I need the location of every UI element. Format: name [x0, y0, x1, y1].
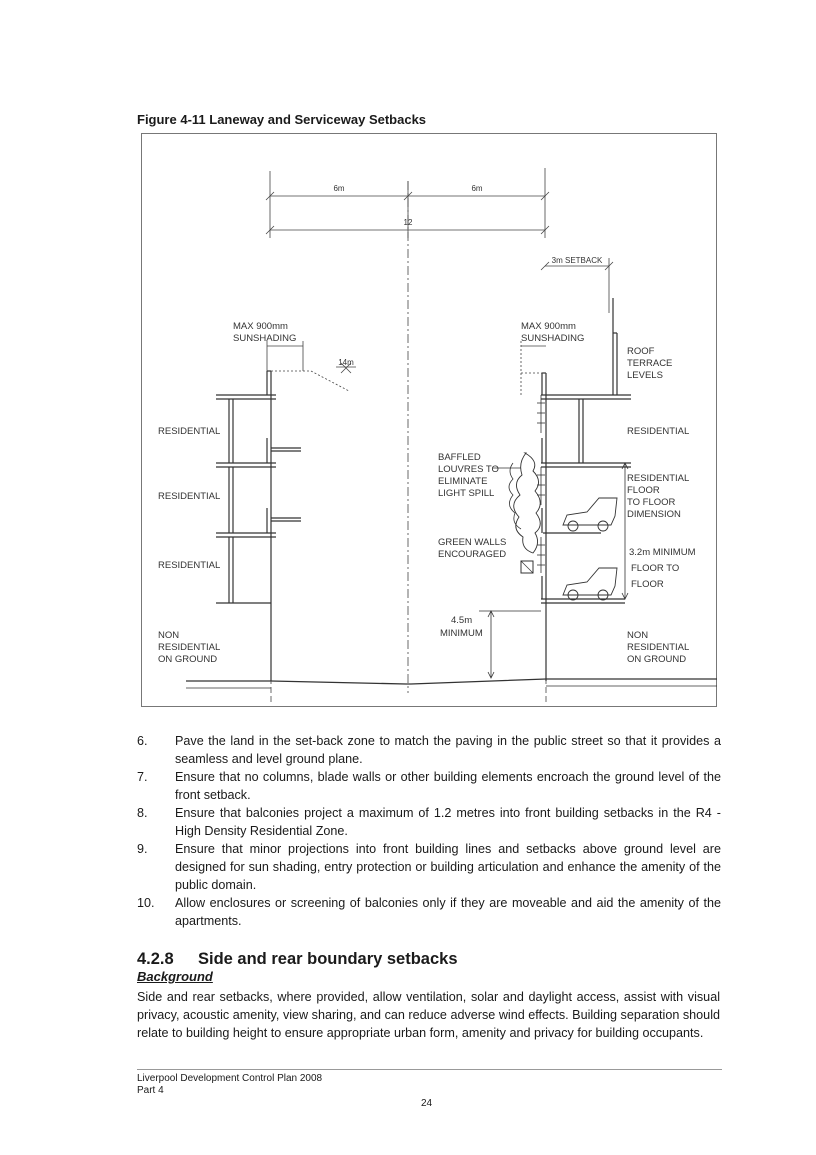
dim-left-label: 6m [333, 184, 344, 193]
max-sunshading-left-2: SUNSHADING [233, 333, 296, 344]
list-item: 7. Ensure that no columns, blade walls o… [137, 768, 721, 804]
setback-label: 3m SETBACK [552, 256, 603, 265]
residential-left-1: RESIDENTIAL [158, 426, 220, 437]
roof-label-3: LEVELS [627, 370, 663, 381]
residential-left-3: RESIDENTIAL [158, 560, 220, 571]
background-paragraph: Side and rear setbacks, where provided, … [137, 990, 720, 1040]
max-sunshading-left: MAX 900mm [233, 321, 288, 332]
left-building [216, 370, 301, 681]
footer: Liverpool Development Control Plan 2008 … [137, 1073, 322, 1097]
list-number: 9. [137, 842, 148, 856]
footer-part: Part 4 [137, 1085, 164, 1096]
max-sunshading-right-2: SUNSHADING [521, 333, 584, 344]
dimension-lines [265, 168, 614, 313]
list-item: 10. Allow enclosures or screening of bal… [137, 894, 721, 930]
page-number: 24 [421, 1098, 433, 1109]
dim-right-label: 6m [471, 184, 482, 193]
min32-3: FLOOR [631, 579, 664, 590]
section-title: Side and rear boundary setbacks [198, 950, 458, 968]
baffled-3: ELIMINATE [438, 476, 487, 487]
list-item: 8. Ensure that balconies project a maxim… [137, 804, 721, 840]
roof-label-1: ROOF [627, 346, 655, 357]
car-upper [562, 497, 618, 532]
section-heading: 4.2.8 Side and rear boundary setbacks [137, 950, 458, 969]
car-lower [562, 567, 618, 601]
min45-2: MINIMUM [440, 628, 483, 639]
list-text: Pave the land in the set-back zone to ma… [175, 734, 721, 766]
list-item: 6. Pave the land in the set-back zone to… [137, 732, 721, 768]
right-building [541, 298, 631, 681]
nonres-left-2: RESIDENTIAL [158, 642, 220, 653]
nonres-right-3: ON GROUND [627, 654, 686, 665]
footer-divider [137, 1069, 722, 1070]
min32-2: FLOOR TO [631, 563, 679, 574]
min45-1: 4.5m [451, 615, 472, 626]
nonres-left-1: NON [158, 630, 179, 641]
footer-title: Liverpool Development Control Plan 2008 [137, 1073, 323, 1084]
max-sunshading-right: MAX 900mm [521, 321, 576, 332]
louvres [537, 395, 545, 573]
dim-total-label: 12 [404, 218, 413, 227]
roof-label-2: TERRACE [627, 358, 672, 369]
figure-caption: Figure 4-11 Laneway and Serviceway Setba… [137, 112, 427, 127]
height-14-label: 14m [338, 358, 354, 367]
list-text: Ensure that balconies project a maximum … [175, 806, 721, 838]
list-text: Allow enclosures or screening of balconi… [175, 896, 721, 928]
list-number: 7. [137, 770, 148, 784]
nonres-right-2: RESIDENTIAL [627, 642, 689, 653]
setback-controls-list: 6. Pave the land in the set-back zone to… [137, 732, 721, 930]
nonres-left-3: ON GROUND [158, 654, 217, 665]
list-number: 8. [137, 806, 148, 820]
green-walls-1: GREEN WALLS [438, 537, 506, 548]
list-text: Ensure that no columns, blade walls or o… [175, 770, 721, 802]
section-number: 4.2.8 [137, 950, 174, 968]
ftf-1: RESIDENTIAL [627, 473, 689, 484]
ftf-4: DIMENSION [627, 509, 681, 520]
setback-diagram: 6m 6m 12 3m SETBACK MAX 900mm SUNSHADING… [141, 133, 717, 707]
list-item: 9. Ensure that minor projections into fr… [137, 840, 721, 894]
baffled-4: LIGHT SPILL [438, 488, 494, 499]
green-walls-2: ENCOURAGED [438, 549, 506, 560]
min32-1: 3.2m MINIMUM [629, 547, 696, 558]
nonres-right-1: NON [627, 630, 648, 641]
list-number: 6. [137, 734, 148, 748]
ftf-3: TO FLOOR [627, 497, 676, 508]
ftf-2: FLOOR [627, 485, 660, 496]
residential-left-2: RESIDENTIAL [158, 491, 220, 502]
baffled-2: LOUVRES TO [438, 464, 499, 475]
green-wall [513, 452, 541, 554]
subheading: Background [137, 969, 213, 984]
ground-line [186, 678, 717, 685]
residential-right-1: RESIDENTIAL [627, 426, 689, 437]
list-text: Ensure that minor projections into front… [175, 842, 721, 892]
list-number: 10. [137, 896, 155, 910]
baffled-1: BAFFLED [438, 452, 481, 463]
